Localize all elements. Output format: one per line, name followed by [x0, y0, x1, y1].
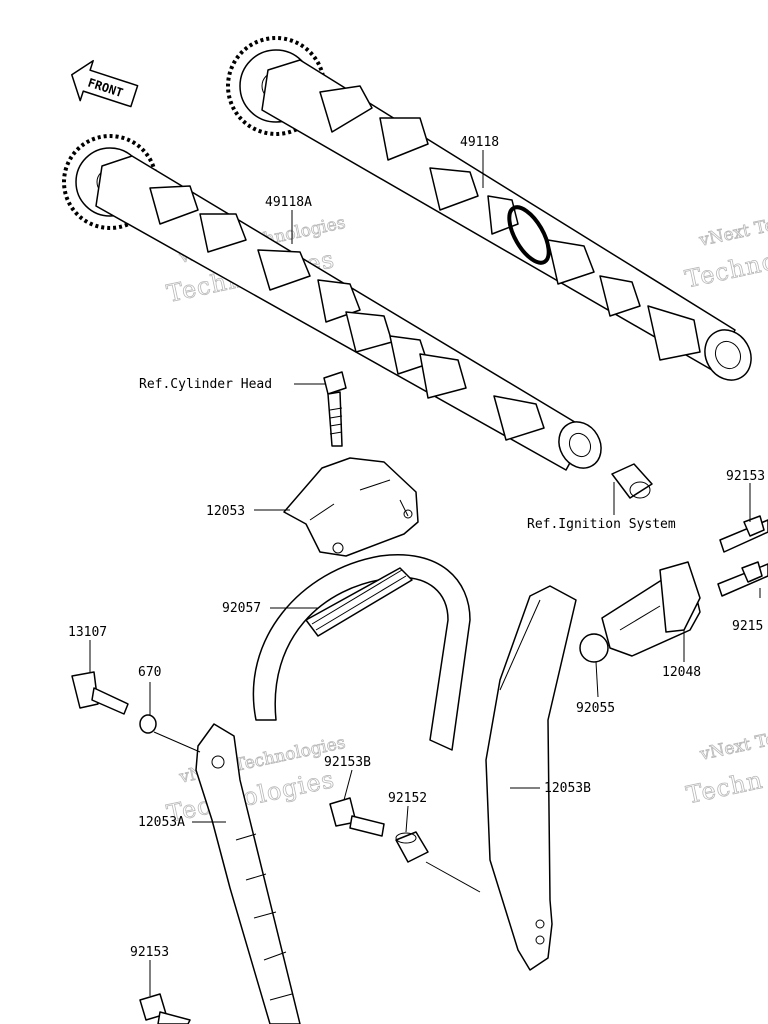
watermark-text: vNext Te [697, 729, 768, 765]
camshaft-49118 [226, 36, 752, 381]
label-92153-upper: 92153 [726, 469, 765, 484]
label-92153B: 92153B [324, 755, 371, 770]
label-670: 670 [138, 665, 161, 680]
bolt-92153B [329, 797, 385, 837]
watermark-text: vNext Te [697, 215, 768, 251]
label-92152: 92152 [388, 791, 427, 806]
watermark-text: Techn [684, 766, 766, 810]
label-92153-right: 9215 [732, 619, 763, 634]
o-ring-92055-icon [579, 633, 609, 663]
pin-13107 [71, 671, 129, 715]
timing-chain-92057 [252, 554, 471, 751]
tensioner-12048 [579, 561, 701, 663]
ignition-rotor-part [611, 463, 653, 499]
label-92055: 92055 [576, 701, 615, 716]
label-12048: 12048 [662, 665, 701, 680]
o-ring-670-icon [139, 714, 157, 734]
front-arrow-icon: FRONT [71, 59, 139, 108]
camshaft-49118A [62, 134, 602, 471]
collar-92152 [395, 831, 429, 863]
label-12053B: 12053B [544, 781, 591, 796]
bolt-cylinder-head [323, 371, 347, 447]
label-92057: 92057 [222, 601, 261, 616]
bolt-92153-right [717, 561, 768, 597]
bolt-92153-upper [719, 515, 768, 553]
label-49118A: 49118A [265, 195, 312, 210]
label-12053: 12053 [206, 504, 245, 519]
bolt-92153-lower [139, 993, 191, 1024]
watermark-text: Techno [683, 247, 768, 294]
label-ref-ignition-system: Ref.Ignition System [527, 517, 676, 532]
chain-guide-12053A [195, 723, 301, 1024]
leader-lines [89, 150, 761, 996]
part-labels: 49118 49118A Ref.Cylinder Head 12053 Ref… [68, 135, 765, 960]
label-12053A: 12053A [138, 815, 185, 830]
label-ref-cylinder-head: Ref.Cylinder Head [139, 377, 272, 392]
chain-guide-12053 [283, 457, 419, 557]
label-49118: 49118 [460, 135, 499, 150]
label-92153-lower: 92153 [130, 945, 169, 960]
label-13107: 13107 [68, 625, 107, 640]
chain-guide-12053B [485, 585, 577, 971]
